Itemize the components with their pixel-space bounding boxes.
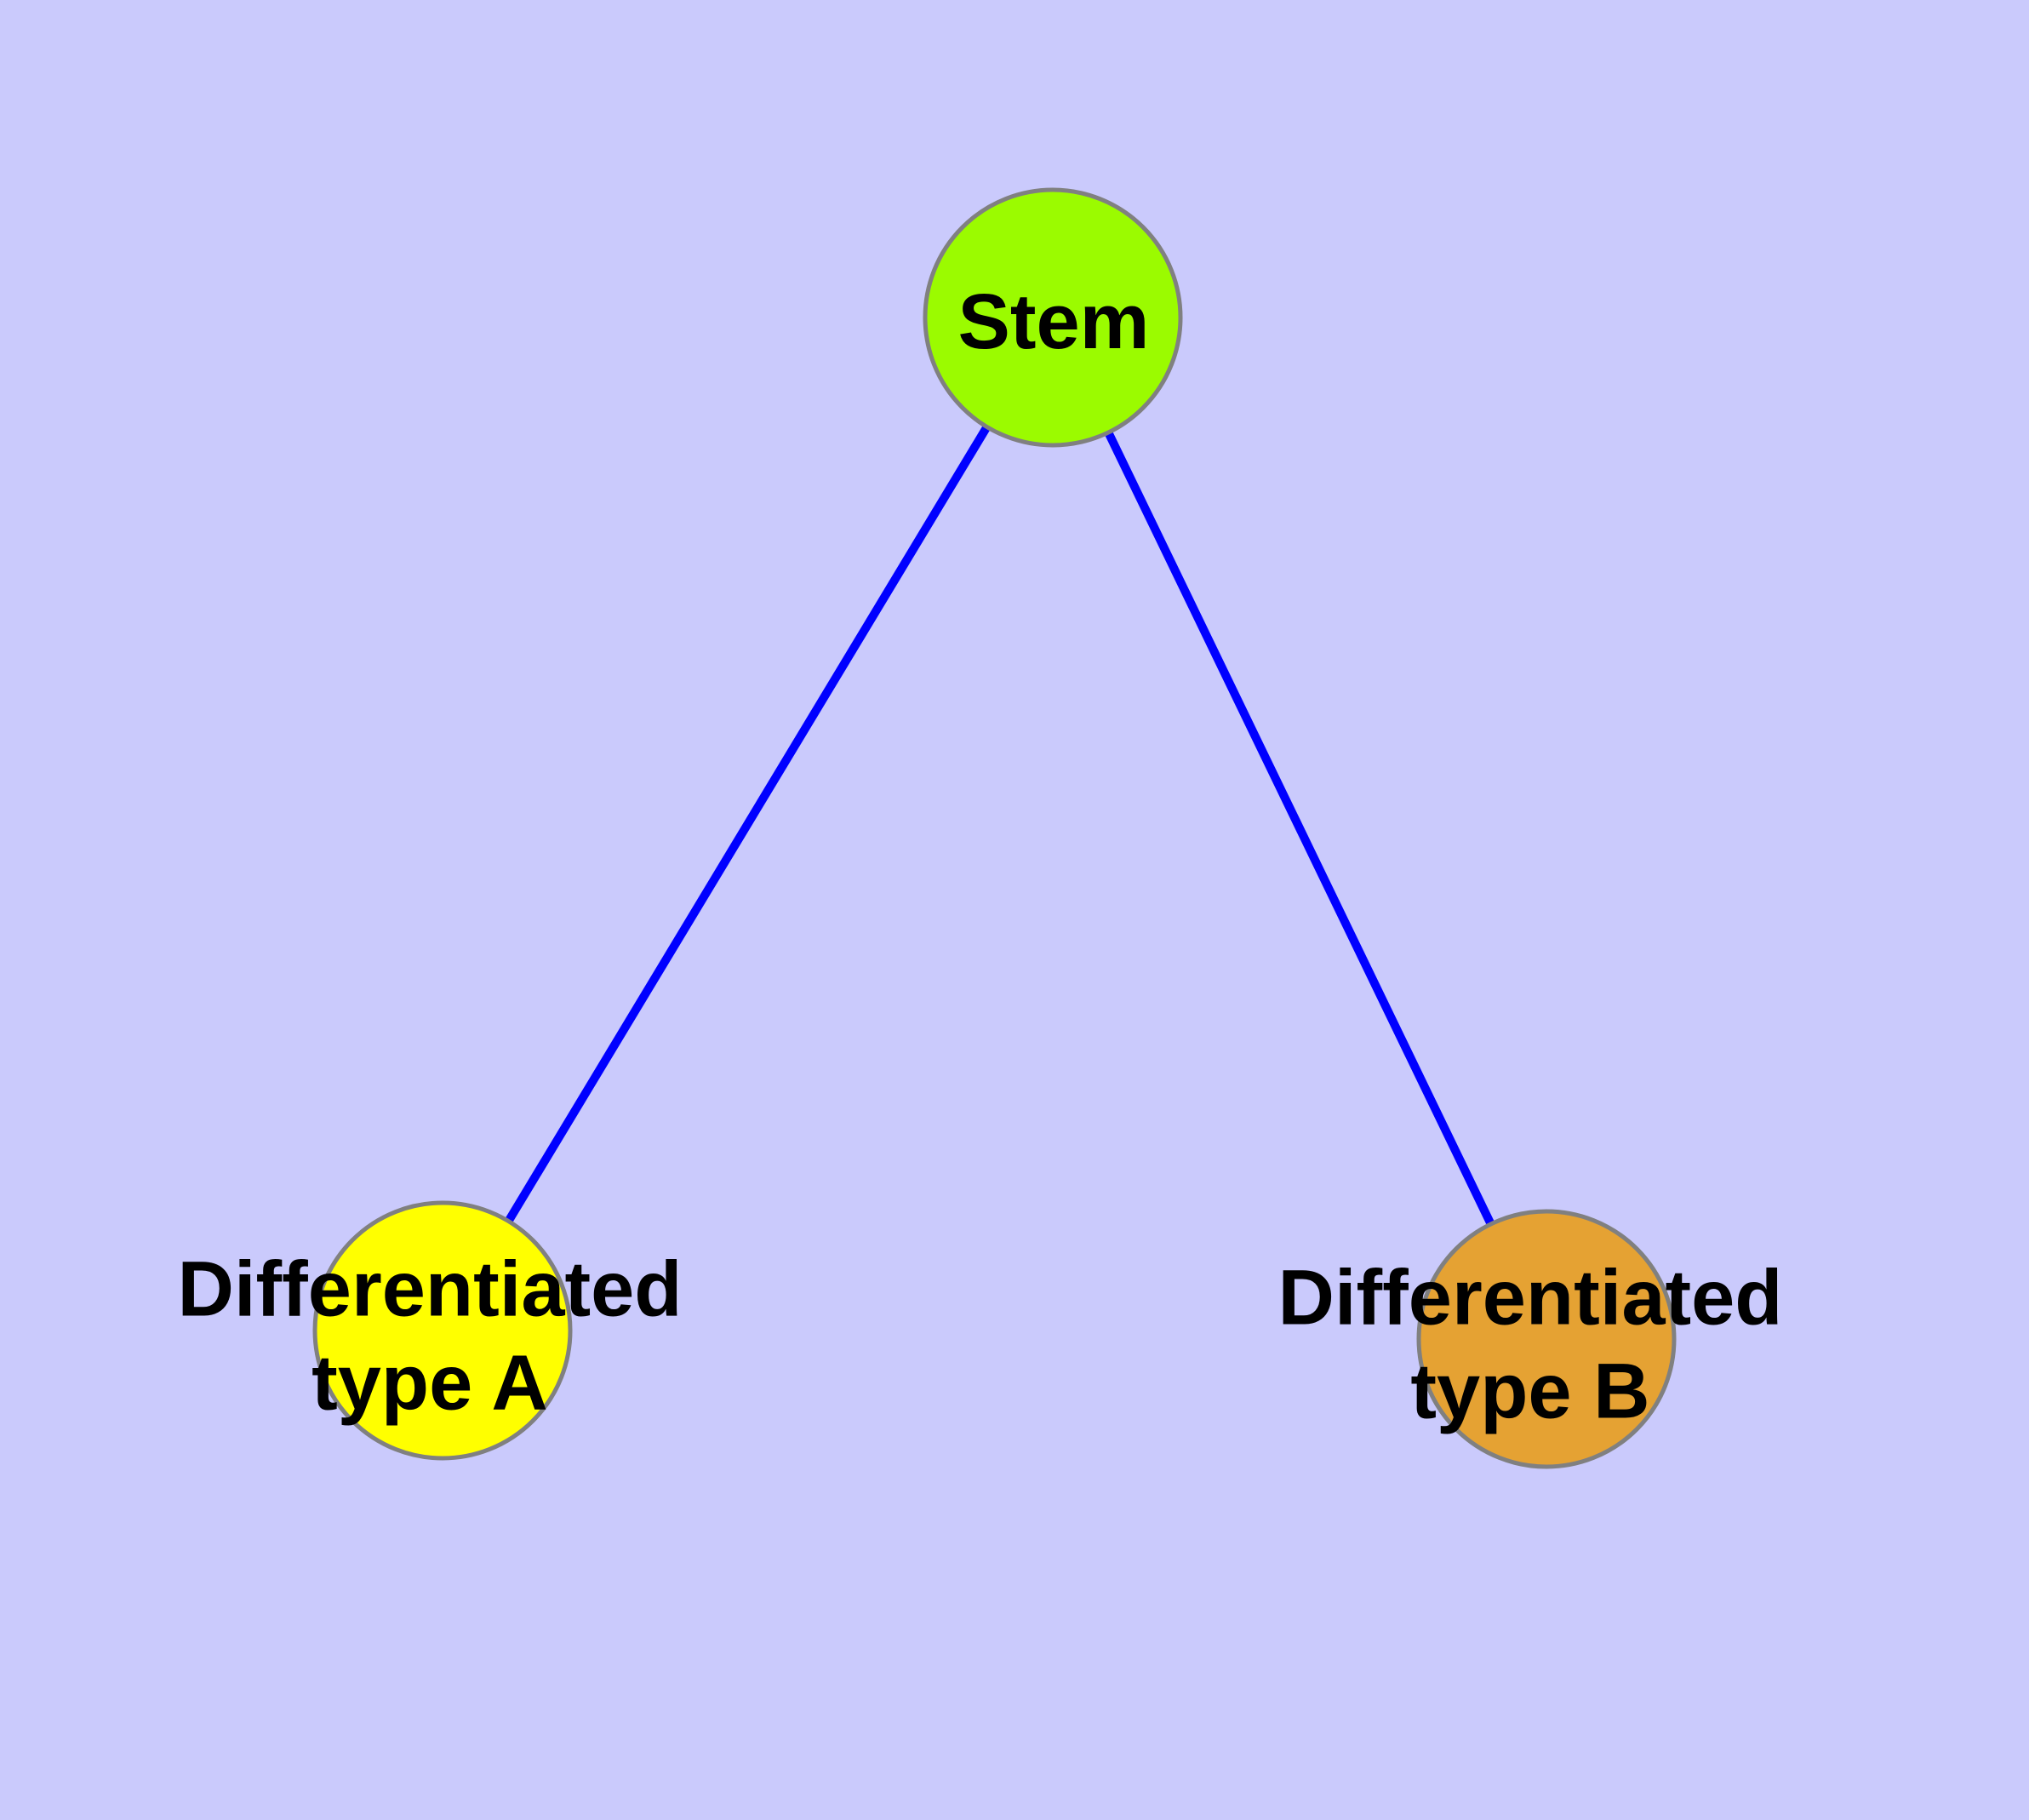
node-stem (923, 187, 1183, 448)
edge-stem-to-type-b (1049, 315, 1551, 1342)
node-type-a (312, 1200, 573, 1461)
edge-stem-to-type-a (438, 315, 1057, 1333)
node-type-b (1416, 1209, 1677, 1469)
